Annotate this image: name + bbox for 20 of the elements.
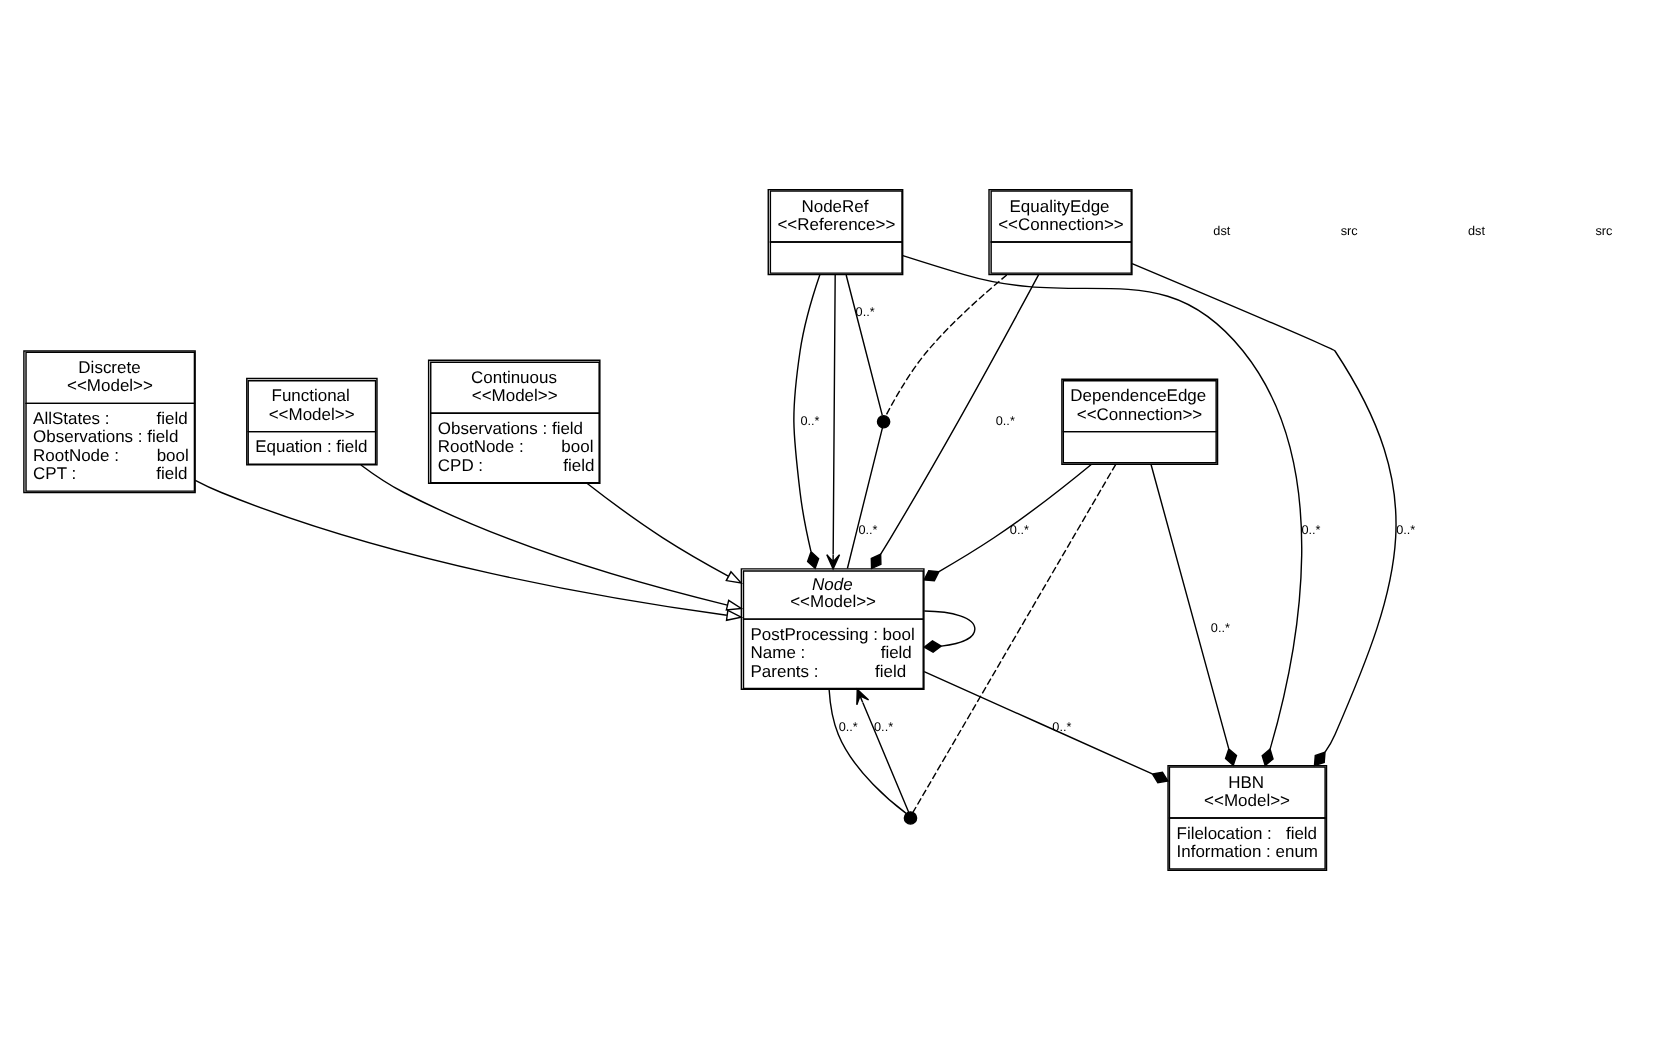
arrow xyxy=(360,464,744,611)
node-circle xyxy=(876,414,891,429)
connector xyxy=(923,610,976,654)
connector xyxy=(1131,262,1397,767)
connector xyxy=(845,274,883,417)
arrow xyxy=(586,482,743,584)
connector xyxy=(793,274,821,570)
connector xyxy=(912,463,1117,813)
connector xyxy=(1150,463,1238,767)
connector xyxy=(923,463,1092,582)
connector xyxy=(923,670,1170,784)
arrow xyxy=(194,479,744,622)
connector xyxy=(846,427,884,570)
arrow xyxy=(856,688,910,813)
connector xyxy=(885,274,1008,417)
arrow xyxy=(826,273,841,570)
connector xyxy=(870,274,1040,570)
node-circle xyxy=(903,811,918,825)
connector xyxy=(828,689,907,815)
connector xyxy=(902,254,1303,767)
